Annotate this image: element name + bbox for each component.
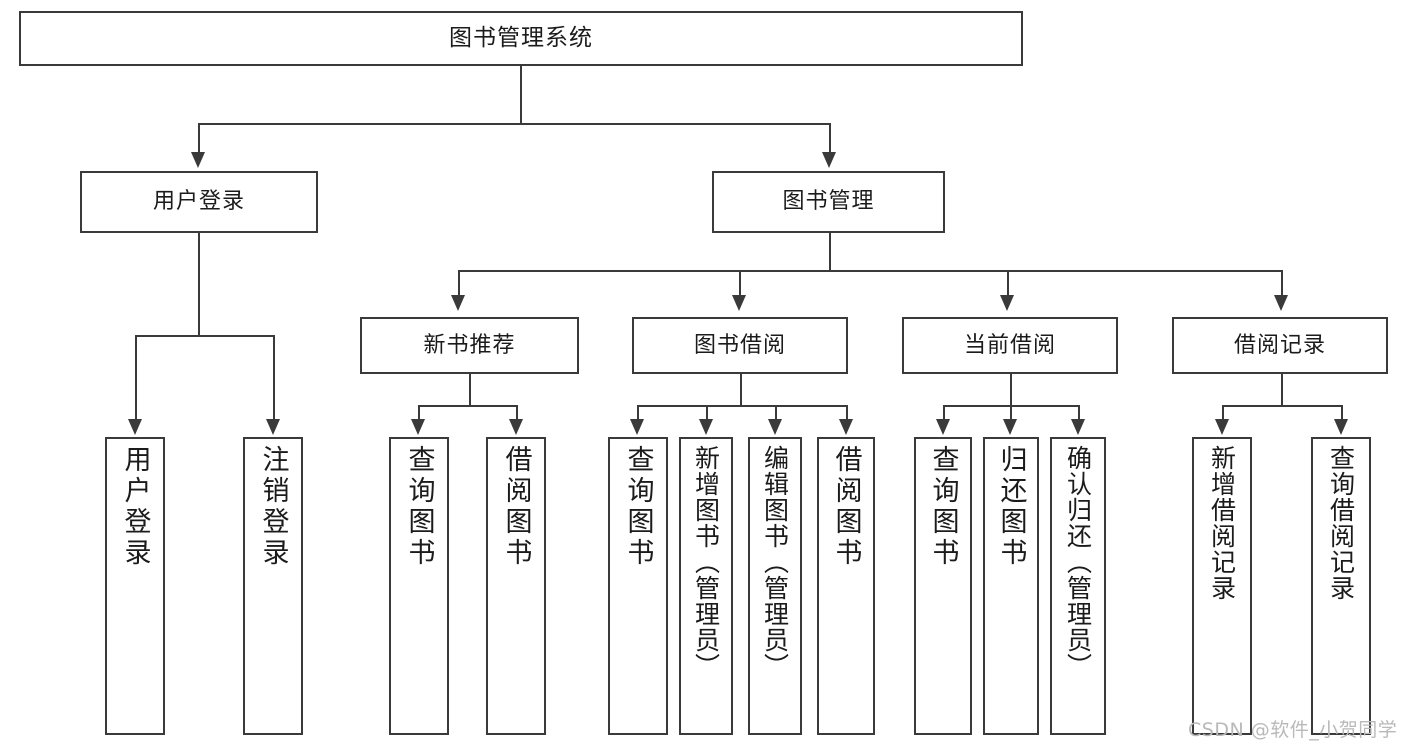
node-label: 注销登录: [257, 445, 289, 569]
arrow-current-borrow-child-1: [936, 419, 950, 435]
arrow-user-login-child-1: [128, 419, 142, 435]
leaf-book-borrow-query[interactable]: 查询图书: [608, 437, 668, 735]
arrow-book-mgmt-child-1: [451, 295, 465, 311]
node-borrow-record[interactable]: 借阅记录: [1172, 317, 1388, 374]
arrow-new-book-child-2: [509, 419, 523, 435]
node-book-management[interactable]: 图书管理: [712, 171, 945, 233]
leaf-new-book-borrow[interactable]: 借阅图书: [486, 437, 546, 735]
leaf-current-borrow-confirm[interactable]: 确认归还（管理员）: [1050, 437, 1106, 735]
arrow-book-borrow-child-4: [839, 419, 853, 435]
leaf-user-login-logout[interactable]: 注销登录: [243, 437, 303, 735]
connector-current-borrow-child-2: [1010, 405, 1012, 420]
node-label: 查询图书: [927, 445, 959, 569]
leaf-current-borrow-query[interactable]: 查询图书: [914, 437, 972, 735]
node-label: 用户登录: [152, 189, 245, 215]
arrow-book-mgmt-child-2: [732, 295, 746, 311]
connector-borrow-record-child-2: [1341, 405, 1343, 420]
node-label: 新书推荐: [423, 332, 516, 358]
connector-root-to-user-login: [198, 123, 200, 155]
connector-borrow-record-child-1: [1222, 405, 1224, 420]
connector-new-book-bus: [418, 405, 516, 407]
connector-new-book-stem: [469, 374, 471, 405]
node-label: 查询图书: [622, 445, 654, 569]
leaf-book-borrow-add[interactable]: 新增图书（管理员）: [679, 437, 733, 735]
node-current-borrow[interactable]: 当前借阅: [902, 317, 1118, 374]
connector-new-book-child-2: [516, 405, 518, 420]
node-label: 借阅图书: [500, 445, 532, 569]
node-label: 归还图书: [995, 445, 1027, 569]
node-label: 编辑图书（管理员）: [760, 445, 790, 679]
node-label: 确认归还（管理员）: [1063, 445, 1093, 679]
leaf-new-book-query[interactable]: 查询图书: [389, 437, 449, 735]
connector-borrow-record-bus: [1222, 405, 1341, 407]
leaf-book-borrow-borrow[interactable]: 借阅图书: [817, 437, 875, 735]
node-label: 图书管理系统: [449, 25, 593, 52]
connector-book-borrow-child-2: [706, 405, 708, 420]
arrow-book-borrow-child-2: [699, 419, 713, 435]
node-label: 图书管理: [782, 189, 875, 215]
node-label: 用户登录: [119, 445, 151, 569]
arrow-new-book-child-1: [411, 419, 425, 435]
leaf-current-borrow-return[interactable]: 归还图书: [983, 437, 1039, 735]
node-book-borrow[interactable]: 图书借阅: [632, 317, 848, 374]
connector-borrow-record-stem: [1281, 374, 1283, 405]
arrow-book-borrow-child-3: [768, 419, 782, 435]
connector-book-borrow-child-4: [846, 405, 848, 420]
connector-user-login-child-1: [135, 335, 137, 420]
connector-current-borrow-child-3: [1078, 405, 1080, 420]
arrow-book-borrow-child-1: [630, 419, 644, 435]
arrow-current-borrow-child-3: [1071, 419, 1085, 435]
arrow-book-mgmt-child-3: [1000, 295, 1014, 311]
connector-user-login-child-2: [273, 335, 275, 420]
connector-book-borrow-stem: [740, 374, 742, 405]
arrow-user-login-child-2: [266, 419, 280, 435]
connector-user-login-stem: [198, 233, 200, 335]
arrow-root-to-book-mgmt: [822, 152, 836, 168]
connector-book-mgmt-child-3: [1007, 270, 1009, 298]
leaf-user-login-login[interactable]: 用户登录: [105, 437, 165, 735]
node-label: 新增图书（管理员）: [691, 445, 721, 679]
connector-new-book-child-1: [418, 405, 420, 420]
node-label: 借阅图书: [830, 445, 862, 569]
node-label: 图书借阅: [693, 332, 786, 358]
node-label: 借阅记录: [1233, 332, 1326, 358]
connector-book-mgmt-child-1: [458, 270, 460, 298]
connector-current-borrow-stem: [1010, 374, 1012, 405]
leaf-borrow-record-add[interactable]: 新增借阅记录: [1192, 437, 1252, 735]
node-label: 当前借阅: [963, 332, 1056, 358]
connector-book-mgmt-child-2: [739, 270, 741, 298]
leaf-borrow-record-query[interactable]: 查询借阅记录: [1311, 437, 1371, 735]
node-label: 查询借阅记录: [1326, 445, 1356, 601]
arrow-current-borrow-child-2: [1003, 419, 1017, 435]
leaf-book-borrow-edit[interactable]: 编辑图书（管理员）: [748, 437, 802, 735]
node-label: 新增借阅记录: [1207, 445, 1237, 601]
connector-root-bus: [198, 123, 830, 125]
connector-book-borrow-child-3: [775, 405, 777, 420]
connector-book-mgmt-bus: [458, 270, 1281, 272]
connector-book-borrow-child-1: [637, 405, 639, 420]
node-user-login[interactable]: 用户登录: [80, 171, 318, 233]
node-new-book-recommend[interactable]: 新书推荐: [360, 317, 579, 374]
connector-book-mgmt-child-4: [1281, 270, 1283, 298]
connector-book-mgmt-stem: [829, 233, 831, 270]
arrow-root-to-user-login: [191, 152, 205, 168]
connector-book-borrow-bus: [637, 405, 846, 407]
connector-root-to-book-mgmt: [829, 123, 831, 155]
connector-root-stem: [520, 66, 522, 123]
arrow-borrow-record-child-1: [1215, 419, 1229, 435]
arrow-book-mgmt-child-4: [1274, 295, 1288, 311]
arrow-borrow-record-child-2: [1334, 419, 1348, 435]
watermark-text: CSDN @软件_小贺同学: [1188, 719, 1398, 741]
node-root-system[interactable]: 图书管理系统: [19, 11, 1023, 66]
connector-current-borrow-child-1: [943, 405, 945, 420]
node-label: 查询图书: [403, 445, 435, 569]
connector-user-login-bus: [135, 335, 273, 337]
